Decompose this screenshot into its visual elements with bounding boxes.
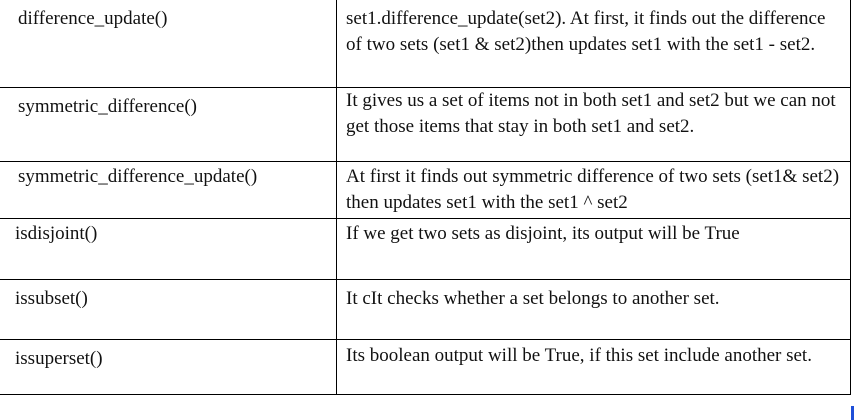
method-cell: difference_update() [0,0,337,88]
method-name: symmetric_difference() [18,95,198,117]
description-cell: At first it finds out symmetric differen… [336,160,851,219]
method-description: If we get two sets as disjoint, its outp… [346,222,740,244]
table-row: difference_update() set1.difference_upda… [0,0,851,88]
method-name: symmetric_difference_update() [18,165,258,187]
description-cell: It gives us a set of items not in both s… [336,86,851,162]
method-name: issuperset() [15,347,103,369]
page-edge-marker [851,406,854,420]
method-cell: symmetric_difference() [0,86,337,162]
method-description: At first it finds out symmetric differen… [346,165,840,213]
method-description: It gives us a set of items not in both s… [346,89,836,137]
table-row: symmetric_difference() It gives us a set… [0,86,851,162]
table-row: symmetric_difference_update() At first i… [0,160,851,219]
method-name: isdisjoint() [15,222,98,244]
table-row: issuperset() Its boolean output will be … [0,338,851,395]
method-description: It cIt checks whether a set belongs to a… [346,287,720,309]
method-name: difference_update() [18,8,168,29]
method-cell: symmetric_difference_update() [0,160,337,219]
description-cell: Its boolean output will be True, if this… [336,338,851,395]
method-description: set1.difference_update(set2). At first, … [346,8,826,55]
description-cell: It cIt checks whether a set belongs to a… [336,278,851,340]
method-cell: issuperset() [0,338,337,395]
method-cell: issubset() [0,278,337,340]
set-methods-table: difference_update() set1.difference_upda… [0,0,851,395]
method-name: issubset() [15,287,88,309]
description-cell: set1.difference_update(set2). At first, … [336,0,851,88]
method-cell: isdisjoint() [0,217,337,280]
description-cell: If we get two sets as disjoint, its outp… [336,217,851,280]
table-row: issubset() It cIt checks whether a set b… [0,278,851,340]
table-row: isdisjoint() If we get two sets as disjo… [0,217,851,280]
method-description: Its boolean output will be True, if this… [346,344,812,366]
